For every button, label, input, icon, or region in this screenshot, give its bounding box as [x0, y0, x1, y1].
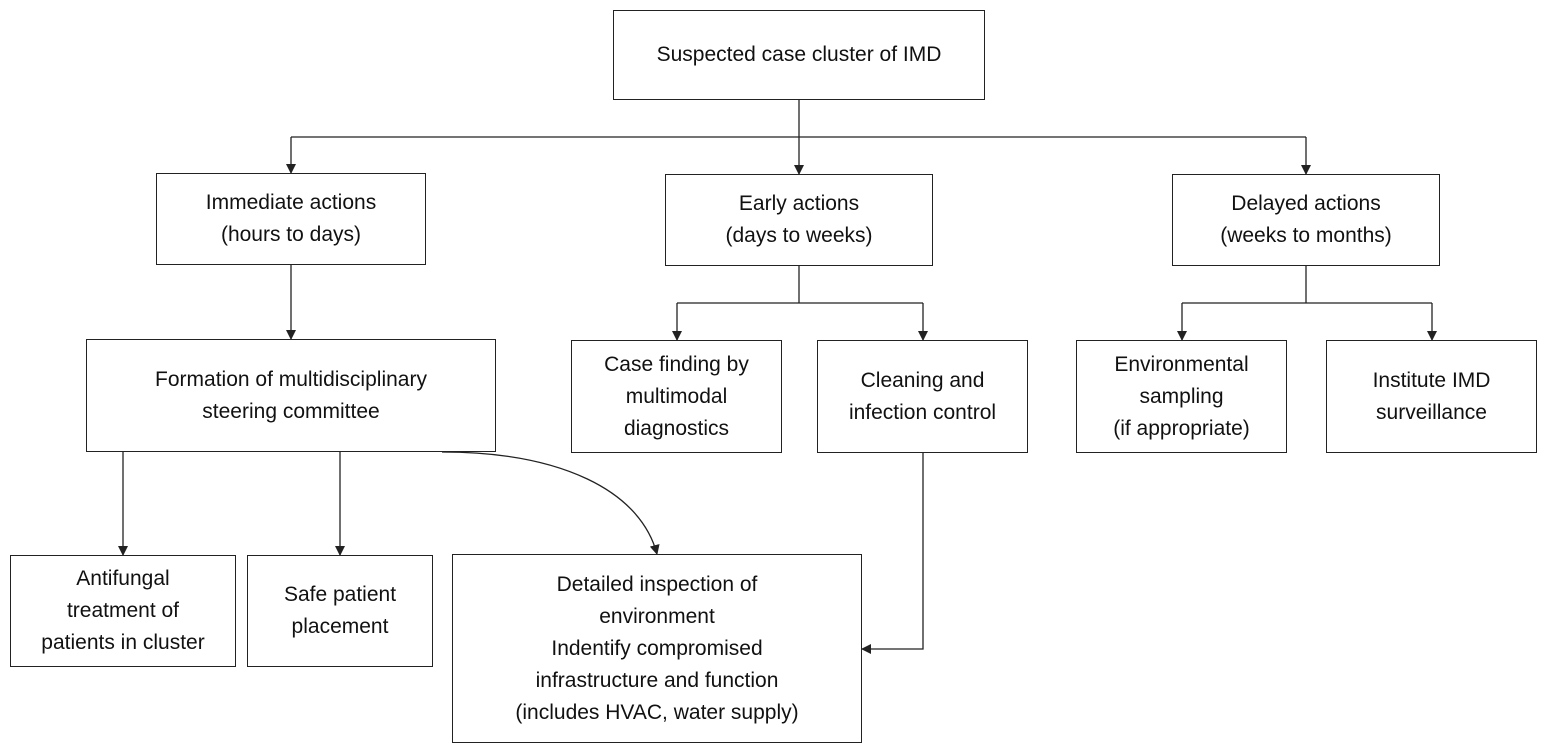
node-steering-committee: Formation of multidisciplinary steering c…: [86, 339, 496, 452]
node-safe-patient-placement: Safe patient placement: [247, 555, 433, 667]
node-text-line: multimodal: [625, 384, 728, 408]
node-text-line: Early actions: [738, 192, 860, 215]
arrow-cleaning-to-inspection: [861, 453, 924, 654]
node-text-line: steering committee: [202, 399, 380, 423]
node-text-line: Environmental: [1114, 352, 1249, 376]
node-text-line: Cleaning and: [860, 368, 985, 392]
node-text-line: diagnostics: [623, 416, 730, 440]
node-text-line: treatment of: [66, 599, 180, 622]
node-text-line: (includes HVAC, water supply): [515, 700, 799, 724]
node-delayed-actions: Delayed actions (weeks to months): [1172, 174, 1440, 266]
node-text-line: Detailed inspection of: [556, 572, 758, 596]
node-text-line: (hours to days): [220, 223, 362, 246]
node-text-line: patients in cluster: [41, 631, 205, 654]
node-environmental-sampling: Environmental sampling (if appropriate): [1076, 340, 1287, 453]
node-text-line: surveillance: [1376, 400, 1487, 424]
node-text-line: Safe patient: [283, 583, 397, 606]
node-text-line: Institute IMD: [1372, 368, 1491, 392]
node-text-line: Antifungal: [76, 567, 170, 590]
node-immediate-actions: Immediate actions (hours to days): [156, 173, 426, 265]
node-text-line: Formation of multidisciplinary: [155, 367, 427, 391]
node-text-line: (days to weeks): [725, 224, 873, 247]
node-antifungal-treatment: Antifungal treatment of patients in cluste…: [10, 555, 236, 667]
node-text-line: infrastructure and function: [535, 668, 779, 692]
node-text-line: Indentify compromised: [551, 636, 763, 660]
node-early-actions: Early actions (days to weeks): [665, 174, 933, 266]
node-text-line: Case finding by: [604, 352, 749, 376]
node-imd-surveillance: Institute IMD surveillance: [1326, 340, 1537, 453]
node-text-line: placement: [291, 615, 389, 638]
node-suspected-cluster: Suspected case cluster of IMD: [613, 10, 985, 100]
node-text-line: Suspected case cluster of IMD: [656, 43, 942, 66]
node-text-line: sampling: [1139, 384, 1224, 408]
node-cleaning-infection-control: Cleaning and infection control: [817, 340, 1028, 453]
node-text-line: infection control: [848, 400, 997, 424]
arrow-steering-to-inspection: [441, 451, 660, 555]
node-text-line: Immediate actions: [205, 191, 377, 214]
node-text-line: (weeks to months): [1220, 224, 1392, 247]
node-text-line: Delayed actions: [1231, 192, 1381, 215]
node-text-line: (if appropriate): [1113, 416, 1250, 440]
node-text-line: environment: [599, 604, 715, 628]
node-case-finding: Case finding by multimodal diagnostics: [571, 340, 782, 453]
